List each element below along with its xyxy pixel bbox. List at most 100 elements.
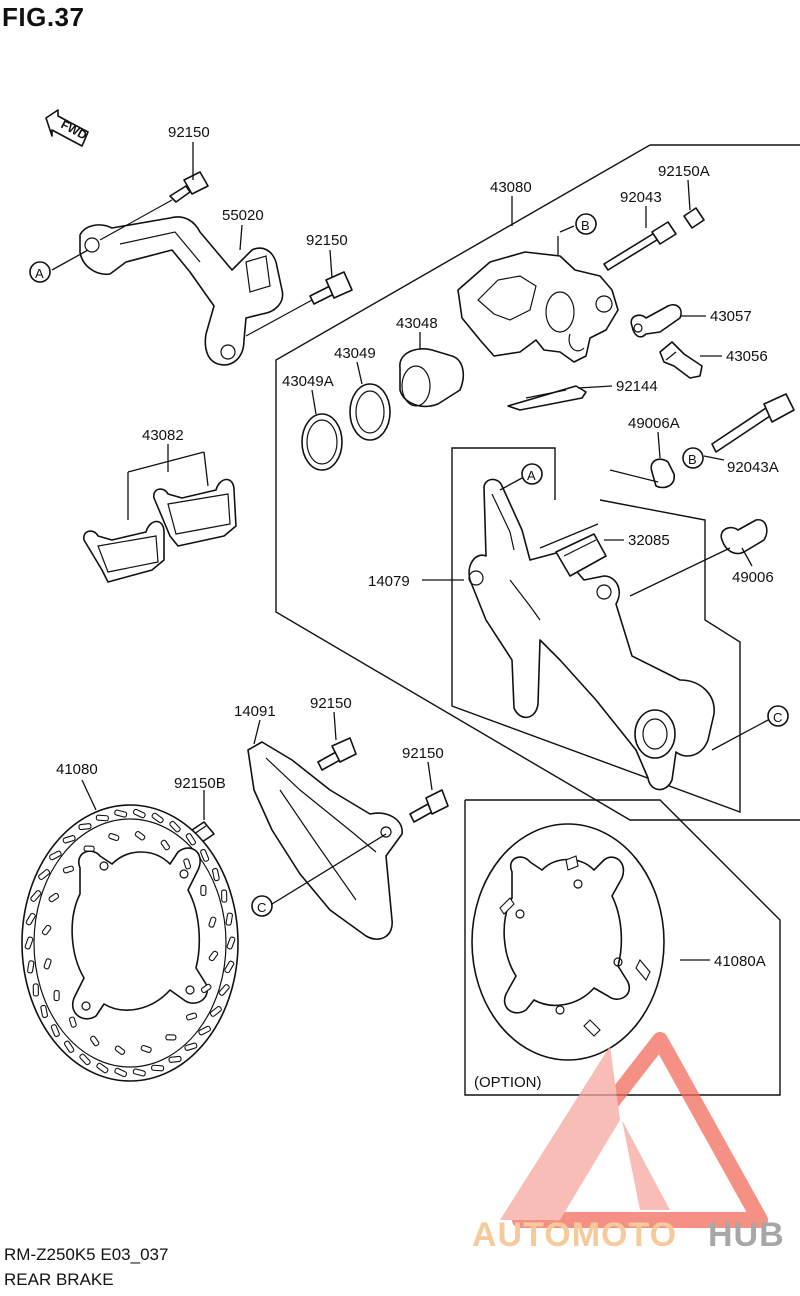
leader-lines: [51, 142, 769, 961]
disc-guard-14091: [247, 741, 403, 940]
disc-slot: [200, 848, 210, 862]
callout-b-slide-pin: B: [682, 447, 704, 469]
disc-slot: [89, 1035, 100, 1047]
label-55020: 55020: [222, 207, 264, 224]
disc-slot: [224, 960, 235, 974]
label-92043A: 92043A: [727, 459, 779, 476]
callout-a-caliper-bracket: A: [521, 463, 543, 485]
disc-slot: [168, 1055, 182, 1063]
part-labels: 92150 55020 92150 43080 92150A 92043 430…: [56, 124, 779, 970]
seal-43049A: [301, 413, 343, 471]
disc-slot: [208, 916, 217, 928]
label-14079: 14079: [368, 573, 410, 590]
disc-slot: [62, 835, 76, 844]
label-43056: 43056: [726, 348, 768, 365]
slide-pin-92043: [603, 221, 677, 271]
disc-slot: [140, 1044, 152, 1053]
watermark-brand-left: AUTOMOTO: [472, 1216, 677, 1254]
automotohub-watermark: AUTOMOTO HUB: [472, 1032, 785, 1254]
bleeder-valve-43056: [659, 341, 703, 379]
disc-slot: [160, 839, 171, 851]
disc-slot: [40, 1004, 48, 1019]
label-43057: 43057: [710, 308, 752, 325]
boot-49006A: [650, 458, 675, 489]
label-92150B: 92150B: [174, 775, 226, 792]
disc-slot: [43, 958, 52, 970]
disc-slot: [63, 1040, 75, 1053]
callout-c-bracket: C: [767, 705, 789, 727]
label-92043: 92043: [620, 189, 662, 206]
disc-slot: [200, 884, 207, 896]
disc-slot: [114, 1067, 128, 1078]
label-92150-top: 92150: [168, 124, 210, 141]
disc-slot: [165, 1034, 177, 1041]
callout-b-caliper: B: [575, 213, 597, 235]
disc-slot: [83, 845, 95, 852]
disc-slot: [226, 936, 236, 950]
caliper-body-43080: [457, 251, 619, 363]
caliper-bracket-14079: [468, 478, 715, 791]
disc-slot: [78, 823, 92, 831]
disc-slot: [134, 831, 146, 841]
callout-c-guard: C: [251, 895, 273, 917]
disc-slot: [95, 814, 109, 822]
disc-slot: [218, 984, 230, 996]
disc-slots: [24, 808, 236, 1078]
disc-slot: [225, 912, 233, 926]
disc-slot: [184, 1042, 198, 1051]
label-92150-guard: 92150: [402, 745, 444, 762]
label-49006A: 49006A: [628, 415, 680, 432]
disc-slot: [38, 869, 51, 880]
disc-slot: [96, 1062, 109, 1074]
bleeder-cap-43057: [630, 303, 682, 338]
label-49006: 49006: [732, 569, 774, 586]
callout-a-bracket: A: [29, 261, 51, 283]
disc-slot: [32, 983, 39, 997]
watermark-brand-right: HUB: [708, 1216, 785, 1254]
label-92144: 92144: [616, 378, 658, 395]
disc-slot: [132, 808, 146, 819]
label-41080: 41080: [56, 761, 98, 778]
slide-pin-92043A: [711, 393, 795, 453]
label-41080A: 41080A: [714, 953, 766, 970]
label-43048: 43048: [396, 315, 438, 332]
disc-slot: [48, 892, 60, 903]
disc-slot: [183, 858, 192, 870]
option-label: (OPTION): [474, 1074, 542, 1091]
disc-slot: [53, 990, 60, 1002]
bolt-92150-guard-b: [409, 789, 449, 823]
label-92150-mid: 92150: [306, 232, 348, 249]
figure-title: FIG.37: [2, 2, 85, 32]
disc-slot: [62, 865, 75, 874]
disc-slot: [200, 983, 212, 994]
disc-slot: [30, 890, 42, 902]
disc-slot: [24, 936, 34, 950]
svg-text:C: C: [257, 900, 266, 915]
disc-slot: [114, 1045, 126, 1055]
disc-slot: [68, 1016, 77, 1028]
label-14091: 14091: [234, 703, 276, 720]
disc-slot: [185, 833, 197, 846]
disc-slot: [208, 950, 219, 962]
svg-text:B: B: [688, 452, 697, 467]
disc-slot: [169, 820, 181, 833]
piston-43048: [399, 348, 465, 408]
option-frame: [464, 799, 781, 1096]
label-43049: 43049: [334, 345, 376, 362]
disc-slot: [209, 1006, 222, 1017]
label-43049A: 43049A: [282, 373, 334, 390]
label-43082: 43082: [142, 427, 184, 444]
label-43080: 43080: [490, 179, 532, 196]
disc-slot: [114, 809, 128, 818]
svg-text:A: A: [35, 266, 44, 281]
disc-slot: [27, 960, 35, 974]
bracket-55020: [79, 216, 284, 366]
disc-slot: [198, 1025, 211, 1036]
brake-pads-43082: [83, 478, 237, 583]
bolt-92150-guard-a: [317, 737, 357, 771]
svg-text:A: A: [527, 468, 536, 483]
brake-disc-41080A: [471, 823, 665, 1061]
bolt-92150-top: [99, 171, 209, 241]
label-92150-disc: 92150: [310, 695, 352, 712]
